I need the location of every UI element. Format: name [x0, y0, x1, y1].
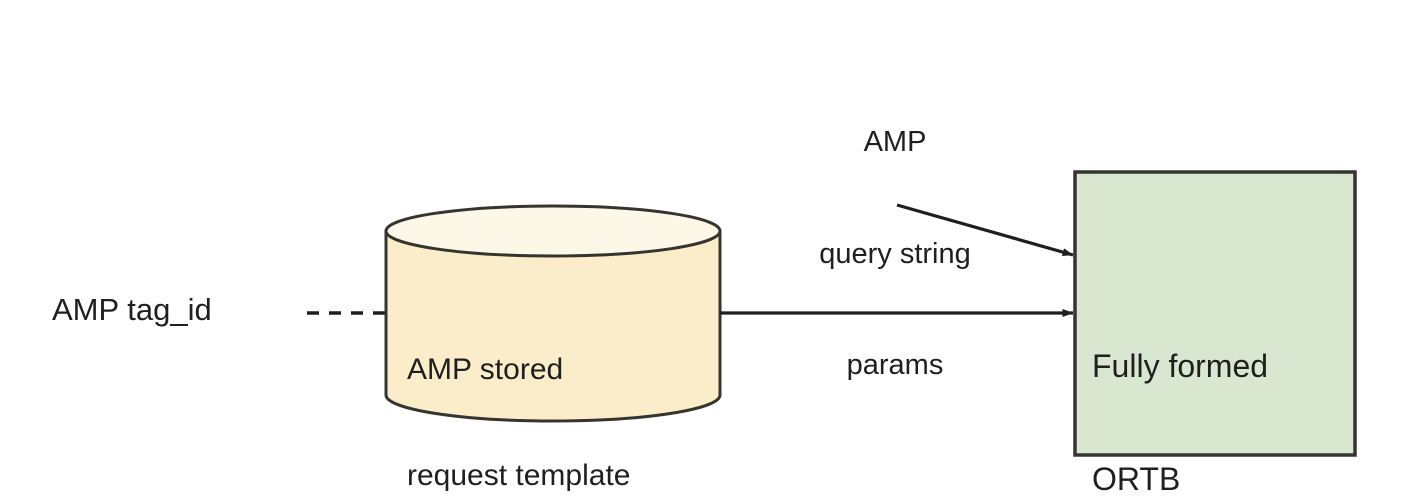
amp-tag-id-label: AMP tag_id [52, 292, 212, 327]
amp-stored-request-template-text: AMP stored request template [407, 281, 630, 498]
ortb-text-line-2: ORTB [1092, 460, 1181, 497]
params-label-line-3: params [846, 348, 944, 381]
cylinder-text-line-2: request template [407, 458, 631, 492]
arrow-params-to-ortb [896, 203, 1074, 257]
fully-formed-ortb-text: Fully formed ORTB [1092, 272, 1268, 498]
cylinder-text-line-1: AMP stored [407, 352, 564, 386]
cylinder-body [384, 229, 722, 423]
params-label-line-2: query string [819, 237, 971, 270]
cylinder-top-ellipse [384, 204, 722, 258]
fully-formed-ortb-rect [1073, 170, 1357, 457]
amp-query-string-params-label: AMP query string params [775, 50, 1015, 458]
params-label-line-1: AMP [863, 126, 927, 159]
ortb-text-line-1: Fully formed [1092, 347, 1269, 384]
